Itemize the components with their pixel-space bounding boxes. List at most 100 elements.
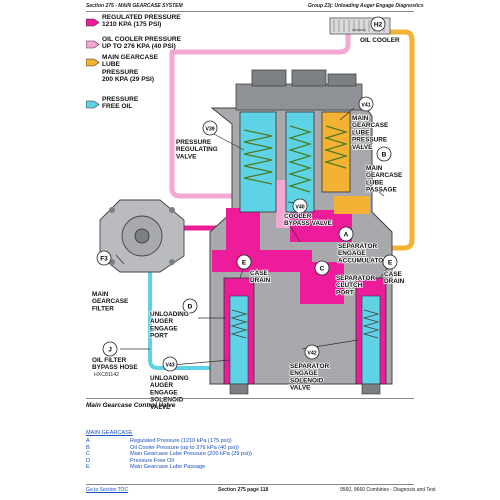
- legend-label: FREE OIL: [102, 103, 133, 111]
- callout-circle: [96, 250, 112, 266]
- callout-letter: E: [242, 259, 247, 266]
- callout-circle: [102, 341, 118, 357]
- cooler-line-left: [169, 52, 232, 199]
- callout-circle: [382, 254, 398, 270]
- callout-label: REGULATING: [176, 146, 218, 153]
- callout-label: LUBE: [352, 129, 370, 136]
- lube-line: [386, 29, 415, 251]
- callout-letter: E: [388, 259, 393, 266]
- callout-circle: [292, 198, 308, 214]
- callout-label: SOLENOID: [290, 377, 324, 384]
- legend-label: PRESSURE: [102, 68, 139, 76]
- callout-label: UNLOADING: [150, 375, 189, 382]
- callout-label: ENGAGE: [150, 389, 178, 396]
- bypass-hose: [148, 270, 236, 370]
- callout-label: VALVE: [352, 144, 373, 151]
- callout-label: COOLER: [284, 213, 312, 220]
- footer-rule: [86, 484, 414, 485]
- key-text: Pressure Free Oil: [130, 457, 174, 464]
- callout-circle: [236, 254, 252, 270]
- callout-circle: [376, 146, 392, 162]
- legend-label: MAIN GEARCASE: [102, 54, 159, 61]
- manual-title: 9560, 9660 Combines - Diagnosis and Test: [340, 487, 436, 493]
- callout-label: PRESSURE: [352, 137, 388, 144]
- callout-label: VALVE: [176, 153, 197, 160]
- key-row: B Oil Cooler Pressure (up to 276 kPa (40 …: [86, 445, 406, 452]
- callout-label: SEPARATOR: [338, 243, 377, 250]
- callout-label: ENGAGE: [290, 370, 318, 377]
- callout-letter: B: [382, 151, 387, 158]
- callout-label: ENGAGE: [150, 325, 178, 332]
- callout-label: AUGER: [150, 318, 173, 325]
- callout-label: MAIN: [366, 165, 383, 172]
- legend-label: LUBE: [102, 61, 120, 69]
- legend-label: PRESSURE: [102, 96, 139, 103]
- figure-id: HXC81142: [94, 372, 119, 378]
- callout-label: GEARCASE: [352, 122, 389, 129]
- callout-circle: [314, 260, 330, 276]
- key-letter: D: [86, 457, 91, 464]
- callout-label: BYPASS VALVE: [284, 220, 333, 227]
- key-letter: B: [86, 444, 90, 451]
- callout-label: FILTER: [92, 305, 114, 312]
- callout-label: CASE: [250, 270, 268, 277]
- key-letter: A: [86, 438, 90, 444]
- callout-label: MAIN: [92, 291, 109, 298]
- legend-swatch-arrow-icon: [85, 96, 100, 109]
- group-header: Group 23j: Unloading Auger Engage Diagno…: [308, 3, 424, 9]
- callout-letter: D: [188, 303, 193, 310]
- key-letter: E: [86, 464, 90, 471]
- callout-label: SEPARATOR: [290, 363, 329, 370]
- legend-swatch-arrow-icon: [85, 54, 100, 67]
- callout-label: VALVE: [290, 385, 311, 392]
- callout-label: AUGER: [150, 382, 173, 389]
- callout-label: SOLENOID: [150, 397, 184, 404]
- callout-letter: F3: [100, 255, 108, 262]
- callout-label: SEPARATOR: [336, 275, 375, 282]
- callout-label: PASSAGE: [366, 187, 398, 194]
- callout-circle: [162, 356, 178, 372]
- toc-link[interactable]: Go to Section TOC: [86, 487, 129, 493]
- key-letter: C: [86, 451, 91, 458]
- callout-circle: [304, 344, 320, 360]
- callout-label: GEARCASE: [366, 172, 403, 179]
- callout-label: OIL FILTER: [92, 357, 127, 364]
- key-row: D Pressure Free Oil: [86, 458, 406, 465]
- callout-letter: V43: [165, 362, 174, 368]
- section-header: Section 275 - MAIN GEARCASE SYSTEM: [86, 3, 183, 9]
- callout-label: VALVE: [150, 404, 171, 411]
- callout-circle: [370, 16, 386, 32]
- callout-letter: V41: [361, 102, 370, 108]
- legend-label: 1210 kPa (175 psi): [102, 21, 162, 29]
- callout-letter: C: [320, 265, 325, 272]
- callout-letter: J: [108, 346, 112, 353]
- callout-label: CASE: [384, 271, 402, 278]
- callout-label: BYPASS HOSE: [92, 364, 138, 371]
- key-text: Main Gearcase Lube Pressure (200 kPa (29…: [130, 451, 252, 458]
- callout-circle: [358, 96, 374, 112]
- callout-label: PORT: [336, 289, 354, 296]
- callout-label: ENGAGE: [338, 250, 366, 257]
- key-text: Oil Cooler Pressure (up to 276 kPa (40 p…: [130, 444, 239, 451]
- page-number: Section 275 page 118: [218, 487, 269, 493]
- callout-label: OIL COOLER: [360, 37, 400, 44]
- callout-letter: V39: [205, 126, 214, 132]
- header-rule: [86, 11, 414, 12]
